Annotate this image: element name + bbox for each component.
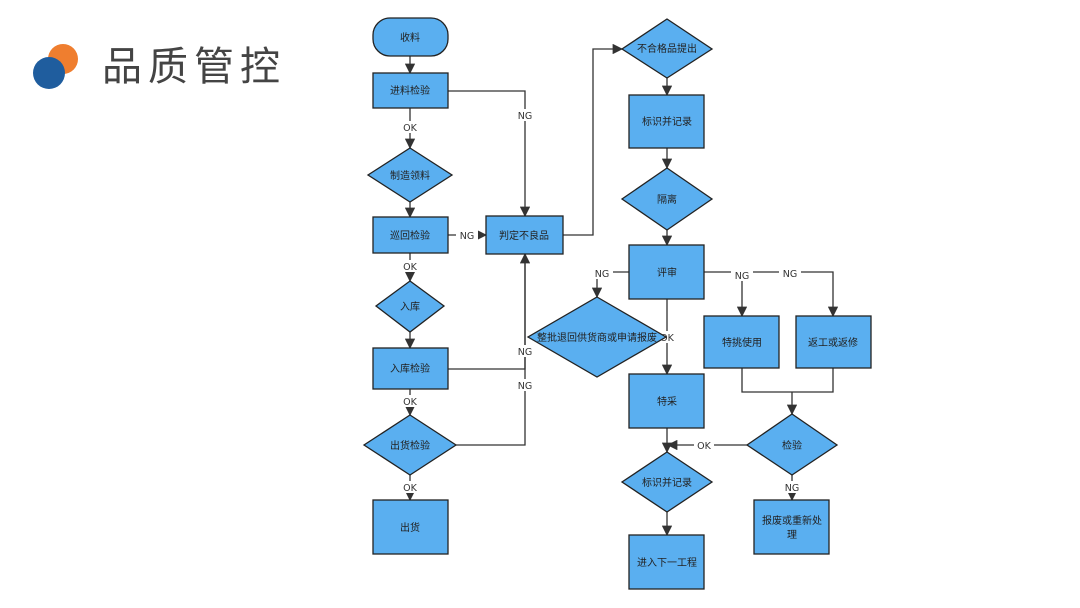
text-patrol: 巡回检验 [390,229,430,242]
node-mark1 [628,94,705,149]
text-review: 评审 [657,266,677,279]
text-incoming: 进料检验 [390,84,430,97]
label-ok-inspect: OK [697,441,711,452]
text-return: 整批退回供货商或申请报废 [537,331,657,344]
edge-specialuse-merge [741,368,834,393]
text-isolate: 隔离 [657,193,677,206]
text-ship: 出货 [400,521,420,534]
node-shipping-inspect [362,414,458,476]
text-rework: 返工或返修 [808,336,858,349]
text-special-buy: 特采 [657,396,677,408]
logo-blue-circle [33,57,65,89]
text-judge: 判定不良品 [499,229,549,242]
node-scrap [753,499,830,555]
label-ok-incoming: OK [403,123,417,134]
node-manufacture [366,147,454,203]
text-special-use: 特挑使用 [722,336,762,349]
node-inspect [745,413,839,476]
node-judge [485,215,564,255]
label-ng-specialuse: NG [735,271,749,282]
text-next: 进入下一工程 [637,557,697,569]
text-shipping-inspect: 出货检验 [390,439,430,452]
node-mark2 [620,451,714,513]
node-special-use [703,315,780,369]
text-manufacture: 制造领料 [390,169,430,182]
label-ng-inspect: NG [785,483,799,494]
label-ng-incoming: NG [518,111,532,122]
text-scrap-line1: 报废或重新处 [762,514,822,527]
label-ng-shipping: NG [518,381,532,392]
edge-labels: OK NG NG OK NG NG OK OK NG NG NG OK OK N… [400,109,804,494]
node-next [628,534,705,590]
text-nonconform: 不合格品提出 [637,42,697,55]
text-start: 收料 [400,31,420,44]
node-patrol [372,216,449,254]
label-ng-return: NG [595,269,609,280]
node-start [372,17,449,57]
label-ng-warehouse: NG [518,347,532,358]
edge-shipping-judge [456,254,526,446]
connectors [404,43,839,537]
node-return [526,296,668,378]
text-scrap-line2: 理 [787,529,797,541]
label-ok-specialbuy: OK [660,333,674,344]
node-warehouse [374,280,446,333]
label-ok-warehouse: OK [403,397,417,408]
edge-review-rework [742,271,839,318]
text-warehouse-inspect: 入库检验 [390,362,430,375]
label-ng-patrol: NG [460,231,474,242]
label-ng-rework: NG [783,269,797,280]
text-inspect: 检验 [782,439,802,452]
node-rework [795,315,872,369]
text-warehouse: 入库 [400,300,420,313]
text-mark1: 标识并记录 [642,115,692,128]
node-nonconform [620,18,714,79]
label-ok-patrol: OK [403,262,417,273]
node-warehouse-inspect [372,347,449,390]
node-isolate [620,167,714,231]
edge-warehouseinspect-judge [448,252,531,370]
node-labels: 收料 进料检验 制造领料 巡回检验 入库 入库检验 出货检验 出货 判定不良品 … [390,31,858,569]
node-review [628,244,705,300]
text-mark2: 标识并记录 [642,476,692,489]
edge-incoming-judge [448,90,531,218]
node-incoming [372,72,449,109]
nodes [362,17,872,590]
page-title: 品质管控 [102,44,286,90]
node-special-buy [628,373,705,429]
header: 品质管控 [0,0,360,120]
label-ok-shipping: OK [403,483,417,494]
edge-judge-nonconform [563,43,624,236]
node-ship [372,499,449,555]
